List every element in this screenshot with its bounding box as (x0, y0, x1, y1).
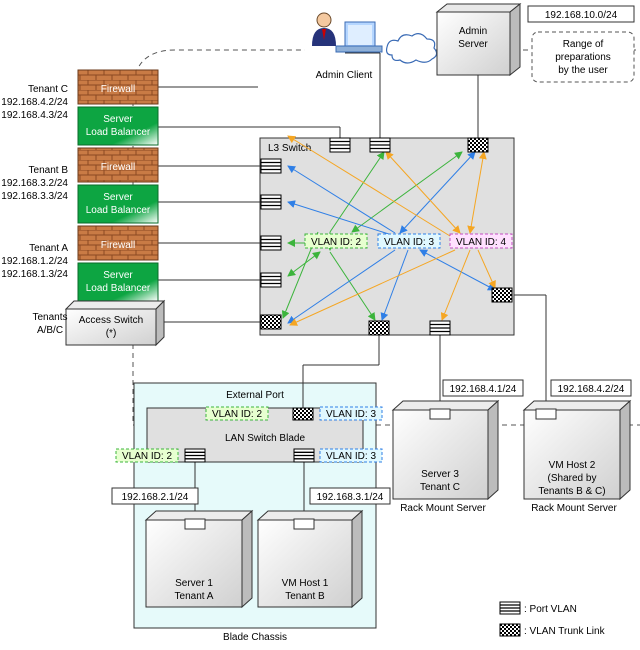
firewall-tenant-b: Firewall (77, 147, 159, 183)
l3-vlan4-label: VLAN ID: 4 (456, 237, 506, 248)
svg-text:192.168.4.3/24: 192.168.4.3/24 (1, 110, 68, 121)
blade-ip-right-box (309, 487, 391, 505)
svg-text:Load Balancer: Load Balancer (86, 127, 151, 138)
tenant-b-labels: Tenant B 192.168.3.2/24 192.168.3.3/24 (1, 165, 68, 202)
rack-vm-host-2: VM Host 2 (Shared by Tenants B & C) (522, 399, 632, 501)
ext-vlan2-label: VLAN ID: 2 (212, 409, 262, 420)
tenant-c-labels: Tenant C 192.168.4.2/24 192.168.4.3/24 (1, 84, 68, 121)
ext-vlan2-box (205, 406, 269, 421)
svg-text:192.168.1.3/24: 192.168.1.3/24 (1, 269, 68, 280)
svg-text:Tenant C: Tenant C (420, 482, 460, 493)
l3-vlan2-box (304, 233, 368, 249)
lan-switch-blade-label: LAN Switch Blade (225, 433, 305, 444)
range-note-box (531, 31, 635, 83)
int-vlan2-box (115, 448, 179, 463)
blade-ip-left: 192.168.2.1/24 (122, 492, 189, 503)
l3-vlan2-label: VLAN ID: 2 (311, 237, 361, 248)
legend-port-vlan-label: : Port VLAN (524, 604, 577, 615)
l3-vlan4-box (449, 233, 513, 249)
blade-port-right (293, 448, 315, 463)
svg-text:Tenant C: Tenant C (28, 84, 68, 95)
svg-text:Load Balancer: Load Balancer (86, 205, 151, 216)
svg-text:Tenant A: Tenant A (175, 591, 214, 602)
svg-text:Server: Server (103, 270, 133, 281)
range-note-1: Range of (563, 39, 604, 50)
svg-text:Server: Server (103, 114, 133, 125)
connection-lines (158, 52, 547, 520)
slb-tenant-c: Server Load Balancer (77, 106, 159, 146)
vlan3-arrows (287, 151, 496, 324)
admin-server: Admin Server (435, 2, 522, 77)
svg-text:Server 1: Server 1 (175, 578, 213, 589)
svg-text:Tenant B: Tenant B (29, 165, 69, 176)
trunk-link-icons (260, 137, 513, 336)
blade-port-left (184, 448, 206, 463)
svg-text:Server: Server (103, 192, 133, 203)
svg-text:Server 3: Server 3 (421, 469, 459, 480)
int-vlan2-label: VLAN ID: 2 (122, 451, 172, 462)
svg-text:Firewall: Firewall (101, 84, 135, 95)
blade-ip-right: 192.168.3.1/24 (317, 492, 384, 503)
svg-text:Tenant B: Tenant B (285, 591, 325, 602)
network-cloud-icon (385, 33, 438, 64)
svg-text:192.168.4.2/24: 192.168.4.2/24 (1, 97, 68, 108)
svg-text:Access Switch: Access Switch (79, 315, 143, 326)
firewall-tenant-c: Firewall (77, 69, 159, 105)
access-switch: Access Switch (*) (64, 299, 166, 347)
ext-vlan3-label: VLAN ID: 3 (326, 409, 376, 420)
vmhost2-ip-box (550, 379, 632, 397)
admin-server-label-2: Server (458, 39, 488, 50)
blade-server-1: Server 1 Tenant A (144, 509, 254, 609)
svg-text:Firewall: Firewall (101, 162, 135, 173)
range-note-3: by the user (558, 65, 608, 76)
svg-text:VM Host 1: VM Host 1 (282, 578, 329, 589)
svg-text:192.168.3.3/24: 192.168.3.3/24 (1, 191, 68, 202)
svg-text:VM Host 2: VM Host 2 (549, 460, 596, 471)
legend-port-vlan-icon (499, 601, 521, 615)
l3-switch-label: L3 Switch (268, 143, 311, 154)
access-tenants-label-2: A/B/C (37, 325, 63, 336)
port-vlan-icons (260, 137, 451, 336)
slb-tenant-b: Server Load Balancer (77, 184, 159, 224)
int-vlan3-label: VLAN ID: 3 (326, 451, 376, 462)
server3-ip: 192.168.4.1/24 (450, 384, 517, 395)
svg-text:192.168.3.2/24: 192.168.3.2/24 (1, 178, 68, 189)
server3-ip-box (442, 379, 524, 397)
svg-text:Firewall: Firewall (101, 240, 135, 251)
svg-text:Load Balancer: Load Balancer (86, 283, 151, 294)
ext-vlan3-box (319, 406, 383, 421)
access-tenants-label-1: Tenants (32, 312, 67, 323)
firewall-tenant-a: Firewall (77, 225, 159, 261)
admin-client-label: Admin Client (316, 70, 373, 81)
rack-server-3: Server 3 Tenant C (391, 399, 500, 501)
blade-chassis-label: Blade Chassis (223, 632, 287, 643)
legend-trunk-icon (499, 623, 521, 637)
admin-subnet-label: 192.168.10.0/24 (545, 10, 618, 21)
vlan4-arrows (287, 135, 496, 326)
slb-tenant-a: Server Load Balancer (77, 262, 159, 302)
svg-text:(Shared by: (Shared by (548, 473, 597, 484)
svg-text:Tenants B & C): Tenants B & C) (538, 486, 605, 497)
svg-text:(*): (*) (106, 328, 117, 339)
l3-vlan3-label: VLAN ID: 3 (384, 237, 434, 248)
blade-ip-left-box (111, 487, 199, 505)
admin-client-icon (312, 12, 383, 53)
l3-vlan3-box (377, 233, 441, 249)
admin-server-label-1: Admin (459, 26, 487, 37)
vmhost2-caption: Rack Mount Server (531, 503, 617, 514)
svg-text:192.168.1.2/24: 192.168.1.2/24 (1, 256, 68, 267)
blade-vm-host-1: VM Host 1 Tenant B (256, 509, 364, 609)
legend: : Port VLAN : VLAN Trunk Link (499, 601, 606, 637)
legend-trunk-label: : VLAN Trunk Link (524, 626, 606, 637)
svg-text:Tenant A: Tenant A (29, 243, 68, 254)
int-vlan3-box (319, 448, 383, 463)
vmhost2-ip: 192.168.4.2/24 (558, 384, 625, 395)
tenant-a-labels: Tenant A 192.168.1.2/24 192.168.1.3/24 (1, 243, 68, 280)
server3-caption: Rack Mount Server (400, 503, 486, 514)
range-note-2: preparations (555, 52, 611, 63)
blade-trunk-port (292, 407, 314, 421)
external-port-label: External Port (226, 390, 284, 401)
